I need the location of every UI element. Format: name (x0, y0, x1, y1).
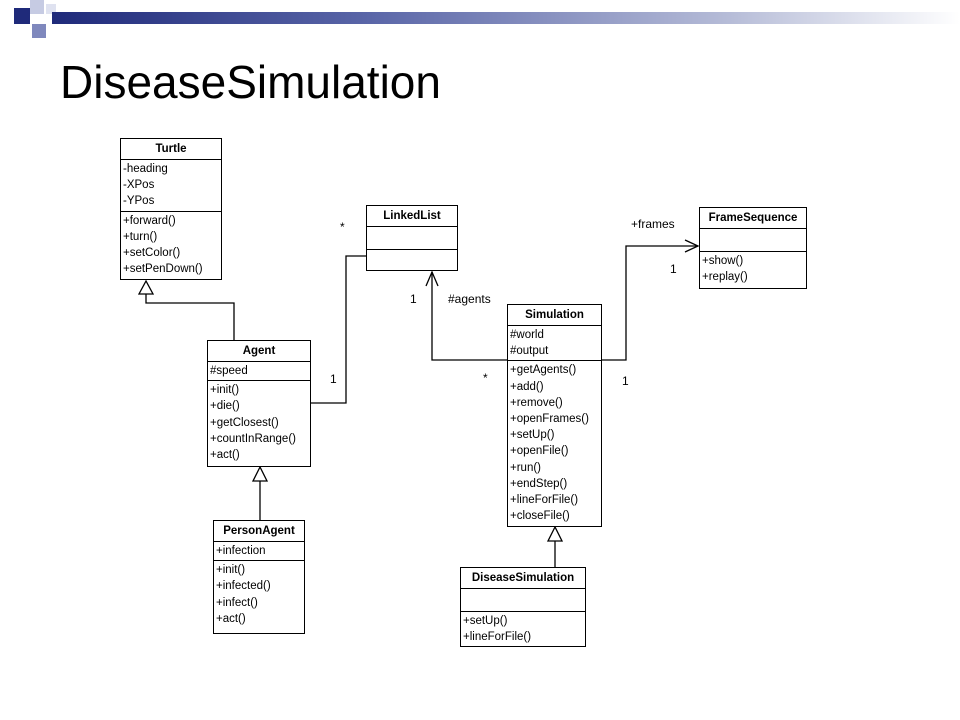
class-diseasesimulation-attributes (461, 589, 585, 612)
class-diseasesimulation-name: DiseaseSimulation (461, 568, 585, 589)
class-turtle-operations: +forward() +turn() +setColor() +setPenDo… (121, 212, 221, 279)
class-framesequence: FrameSequence +show() +replay() (699, 207, 807, 289)
turtle-op: +turn() (123, 230, 158, 243)
class-simulation-operations: +getAgents() +add() +remove() +openFrame… (508, 361, 601, 525)
association-simulation-framesequence (601, 245, 698, 361)
header-square-dark (14, 8, 30, 24)
turtle-attr: -XPos (123, 179, 155, 192)
class-personagent: PersonAgent +infection +init() +infected… (213, 520, 305, 634)
multiplicity-simulation-one: 1 (622, 374, 629, 388)
class-framesequence-name: FrameSequence (700, 208, 806, 229)
turtle-attr: -YPos (123, 195, 155, 208)
class-linkedlist-attributes (367, 227, 457, 250)
inheritance-arrowhead-simulation (546, 525, 564, 542)
simulation-attr: #world (510, 329, 544, 341)
agent-op: +init() (210, 384, 240, 397)
simulation-op: +lineForFile() (510, 494, 579, 507)
role-agents: #agents (448, 292, 491, 306)
simulation-op: +closeFile() (510, 510, 570, 523)
association-agent-linkedlist (310, 255, 368, 404)
class-agent-attributes: #speed (208, 362, 310, 382)
class-framesequence-attributes (700, 229, 806, 252)
simulation-op: +endStep() (510, 477, 568, 490)
personagent-op: +infect() (216, 596, 258, 609)
header-gradient-bar (52, 12, 960, 24)
inheritance-arrowhead-agent (251, 465, 269, 482)
framesequence-op: +replay() (702, 271, 748, 284)
agent-op: +act() (210, 449, 240, 462)
class-linkedlist-operations (367, 250, 457, 272)
class-turtle-name: Turtle (121, 139, 221, 160)
agent-op: +getClosest() (210, 416, 279, 429)
diseasesimulation-op: +setUp() (463, 615, 508, 627)
class-diseasesimulation: DiseaseSimulation +setUp() +lineForFile(… (460, 567, 586, 647)
turtle-attr: -heading (123, 163, 168, 175)
agent-op: +countInRange() (210, 432, 296, 445)
simulation-op: +remove() (510, 396, 563, 409)
simulation-attr: #output (510, 345, 549, 358)
class-framesequence-operations: +show() +replay() (700, 252, 806, 286)
role-frames: +frames (631, 217, 675, 231)
turtle-op: +forward() (123, 214, 176, 227)
turtle-op: +setColor() (123, 247, 181, 260)
class-agent: Agent #speed +init() +die() +getClosest(… (207, 340, 311, 467)
turtle-op: +setPenDown() (123, 263, 203, 276)
class-agent-name: Agent (208, 341, 310, 362)
header-square-mid (32, 24, 46, 38)
simulation-op: +openFrames() (510, 413, 589, 426)
simulation-op: +add() (510, 380, 544, 393)
class-personagent-attributes: +infection (214, 542, 304, 562)
arrowhead-framesequence (684, 239, 700, 253)
class-diseasesimulation-operations: +setUp() +lineForFile() (461, 612, 585, 646)
simulation-op: +setUp() (510, 429, 555, 442)
framesequence-op: +show() (702, 255, 744, 267)
class-personagent-operations: +init() +infected() +infect() +act() (214, 561, 304, 628)
personagent-op: +infected() (216, 580, 271, 593)
personagent-attr: +infection (216, 545, 266, 557)
personagent-op: +init() (216, 564, 246, 577)
association-simulation-linkedlist (431, 272, 508, 361)
simulation-op: +getAgents() (510, 364, 577, 377)
simulation-op: +openFile() (510, 445, 569, 458)
multiplicity-linkedlist-one: 1 (410, 292, 417, 306)
simulation-op: +run() (510, 461, 541, 474)
class-personagent-name: PersonAgent (214, 521, 304, 542)
agent-attr: #speed (210, 365, 248, 377)
multiplicity-linkedlist-star: * (340, 220, 345, 234)
class-linkedlist-name: LinkedList (367, 206, 457, 227)
multiplicity-framesequence-one: 1 (670, 262, 677, 276)
inheritance-arrowhead-turtle (137, 279, 155, 295)
arrowhead-linkedlist (425, 270, 439, 287)
class-linkedlist: LinkedList (366, 205, 458, 271)
header-square-pale (46, 4, 56, 14)
header-square-light (30, 0, 44, 14)
multiplicity-simulation-star: * (483, 371, 488, 385)
inheritance-agent-turtle (145, 294, 235, 340)
class-turtle-attributes: -heading -XPos -YPos (121, 160, 221, 212)
slide-title: DiseaseSimulation (60, 56, 441, 108)
class-simulation-name: Simulation (508, 305, 601, 326)
class-simulation: Simulation #world #output +getAgents() +… (507, 304, 602, 527)
class-simulation-attributes: #world #output (508, 326, 601, 362)
diseasesimulation-op: +lineForFile() (463, 631, 532, 644)
class-agent-operations: +init() +die() +getClosest() +countInRan… (208, 381, 310, 464)
class-turtle: Turtle -heading -XPos -YPos +forward() +… (120, 138, 222, 280)
agent-op: +die() (210, 400, 240, 413)
personagent-op: +act() (216, 612, 246, 625)
multiplicity-agent-one: 1 (330, 372, 337, 386)
